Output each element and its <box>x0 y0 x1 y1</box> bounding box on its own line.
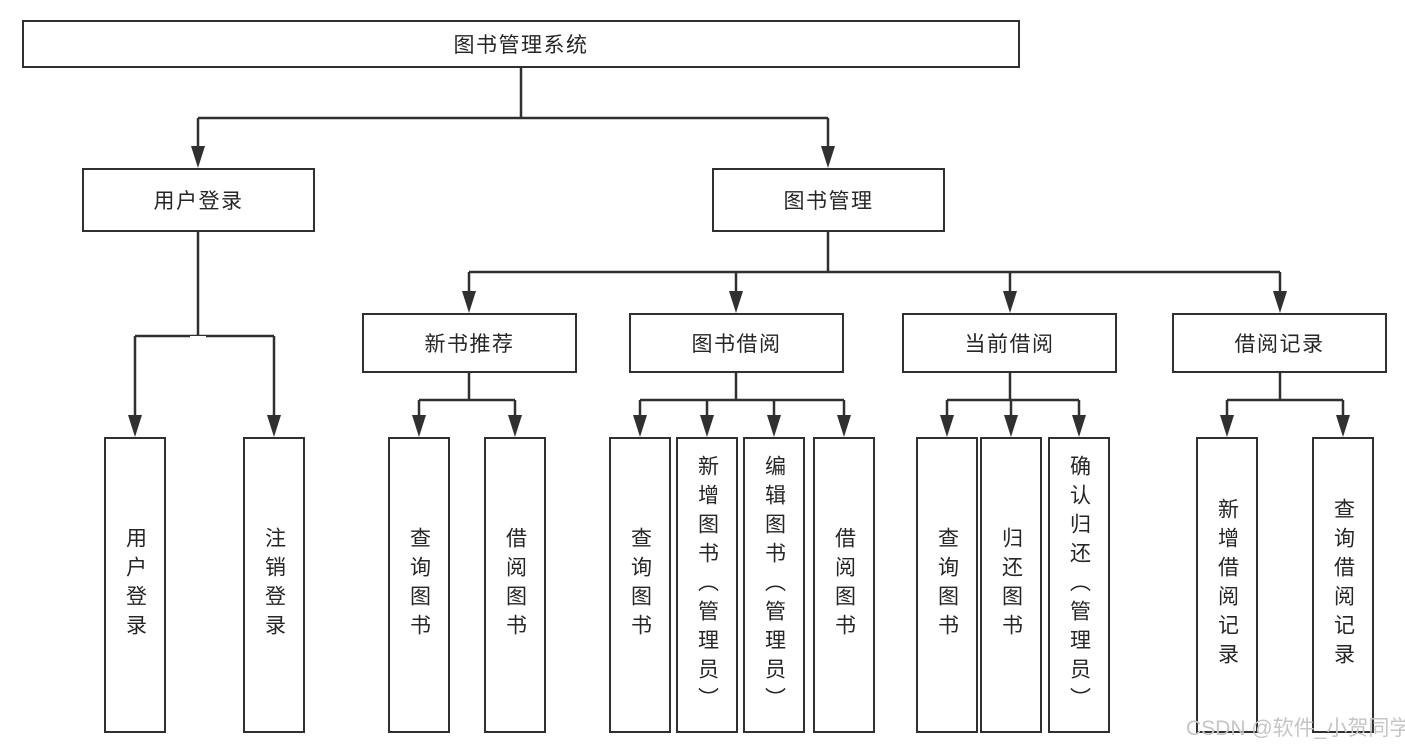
node-new-book-recommend: 新书推荐 <box>362 313 577 373</box>
tree-lines <box>133 68 1345 418</box>
leaf-label: 查询图书 <box>628 527 652 643</box>
node-user-login: 用户登录 <box>82 168 315 232</box>
leaf-add-borrow-record: 新增借阅记录 <box>1196 437 1258 733</box>
node-label: 图书管理 <box>783 190 874 213</box>
leaf-label: 新增图书（管理员） <box>695 454 719 716</box>
leaf-label: 确认归还（管理员） <box>1067 454 1091 716</box>
arrow-down-book-management <box>821 146 835 168</box>
node-label: 用户登录 <box>153 190 244 213</box>
leaf-add-book-admin: 新增图书（管理员） <box>676 437 738 733</box>
leaf-borrow-books-borrow: 借阅图书 <box>813 437 875 733</box>
node-label: 图书管理系统 <box>453 34 589 57</box>
arrow-down-leaf <box>767 415 781 437</box>
arrow-down-leaf <box>267 415 281 437</box>
leaf-label: 注销登录 <box>262 527 286 643</box>
leaf-logout: 注销登录 <box>243 437 305 733</box>
arrow-down-leaf <box>1072 415 1086 437</box>
node-library-system-root: 图书管理系统 <box>22 20 1020 68</box>
leaf-label: 查询图书 <box>935 527 959 643</box>
leaf-label: 查询图书 <box>407 527 431 643</box>
leaf-label: 借阅图书 <box>503 527 527 643</box>
node-label: 图书借阅 <box>691 333 782 356</box>
arrow-down-book-borrow <box>729 291 743 313</box>
node-book-borrow: 图书借阅 <box>629 313 844 373</box>
node-label: 借阅记录 <box>1234 333 1325 356</box>
arrow-down-current-borrow <box>1003 291 1017 313</box>
csdn-watermark: CSDN @软件_小贺同学 <box>1186 717 1405 740</box>
leaf-borrow-books-newbook: 借阅图书 <box>484 437 546 733</box>
arrow-down-borrow-records <box>1273 291 1287 313</box>
leaf-query-books-current: 查询图书 <box>916 437 978 733</box>
leaf-edit-book-admin: 编辑图书（管理员） <box>743 437 805 733</box>
node-book-management: 图书管理 <box>712 168 945 232</box>
leaf-confirm-return-admin: 确认归还（管理员） <box>1048 437 1110 733</box>
arrow-down-leaf <box>1336 415 1350 437</box>
arrow-down-leaf <box>128 415 142 437</box>
leaf-query-borrow-record: 查询借阅记录 <box>1312 437 1374 733</box>
leaf-query-books-borrow: 查询图书 <box>609 437 671 733</box>
leaf-label: 查询借阅记录 <box>1331 498 1355 672</box>
arrow-down-leaf <box>508 415 522 437</box>
leaf-label: 编辑图书（管理员） <box>762 454 786 716</box>
node-borrow-records: 借阅记录 <box>1172 313 1387 373</box>
leaf-label: 归还图书 <box>999 527 1023 643</box>
arrow-down-leaf <box>412 415 426 437</box>
arrow-down-user-login <box>191 146 205 168</box>
arrow-down-leaf <box>700 415 714 437</box>
node-current-borrow: 当前借阅 <box>902 313 1117 373</box>
leaf-query-books-newbook: 查询图书 <box>388 437 450 733</box>
leaf-user-login: 用户登录 <box>104 437 166 733</box>
leaf-label: 借阅图书 <box>832 527 856 643</box>
arrow-down-leaf <box>940 415 954 437</box>
arrow-down-new-book <box>462 291 476 313</box>
arrow-down-leaf <box>1004 415 1018 437</box>
arrow-down-leaf <box>837 415 851 437</box>
node-label: 新书推荐 <box>424 333 515 356</box>
arrow-down-leaf <box>633 415 647 437</box>
leaf-label: 用户登录 <box>123 527 147 643</box>
arrow-down-leaf <box>1220 415 1234 437</box>
leaf-return-book: 归还图书 <box>980 437 1042 733</box>
node-label: 当前借阅 <box>964 333 1055 356</box>
leaf-label: 新增借阅记录 <box>1215 498 1239 672</box>
line-mask <box>190 336 206 418</box>
